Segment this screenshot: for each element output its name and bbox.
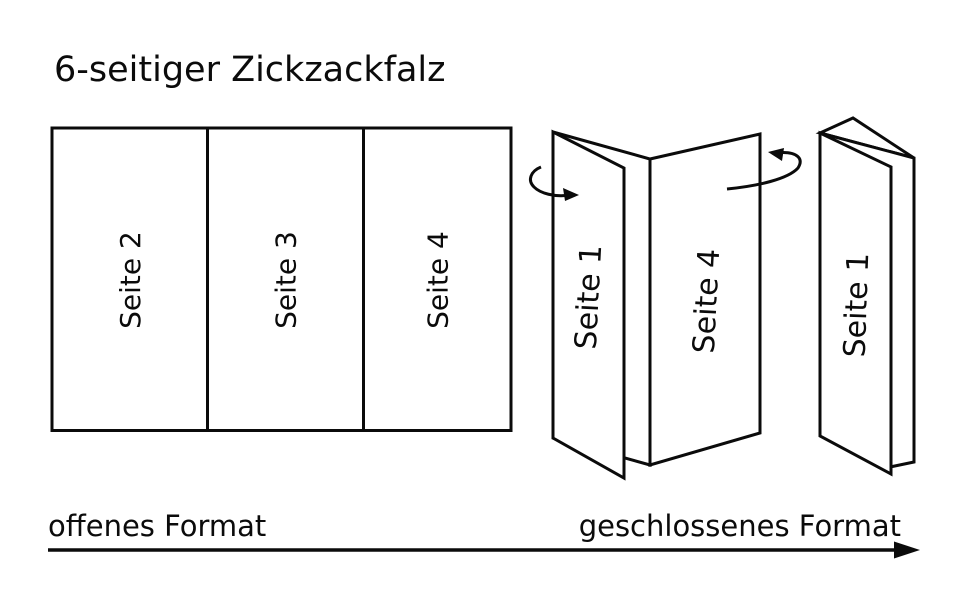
open-format-label: offenes Format (48, 509, 266, 543)
open-format-sheet: Seite 2 Seite 3 Seite 4 (50, 126, 513, 432)
fold-arrow-left-icon (529, 165, 579, 201)
front-panel-shape (551, 129, 626, 481)
closed-front-panel-shape (818, 130, 893, 477)
open-sheet-outline (50, 126, 513, 432)
half-folded-sheet: Seite 1 Seite 4 (529, 129, 802, 481)
closed-format-sheet: Seite 1 (815, 116, 916, 477)
closed-front-label: Seite 1 (838, 252, 877, 358)
half-folded-right-label: Seite 4 (687, 248, 727, 354)
panel-label-seite-2: Seite 2 (114, 231, 147, 329)
closed-format-label: geschlossenes Format (579, 509, 901, 543)
half-folded-front-label: Seite 1 (569, 244, 609, 350)
format-axis: offenes Format geschlossenes Format (48, 509, 920, 559)
panel-label-seite-3: Seite 3 (269, 231, 302, 329)
fold-arrow-right-icon (726, 148, 802, 191)
back-panel-shape (648, 132, 762, 467)
panel-label-seite-4: Seite 4 (421, 231, 454, 329)
page-title: 6-seitiger Zickzackfalz (54, 50, 446, 90)
direction-arrow-icon (48, 541, 920, 559)
